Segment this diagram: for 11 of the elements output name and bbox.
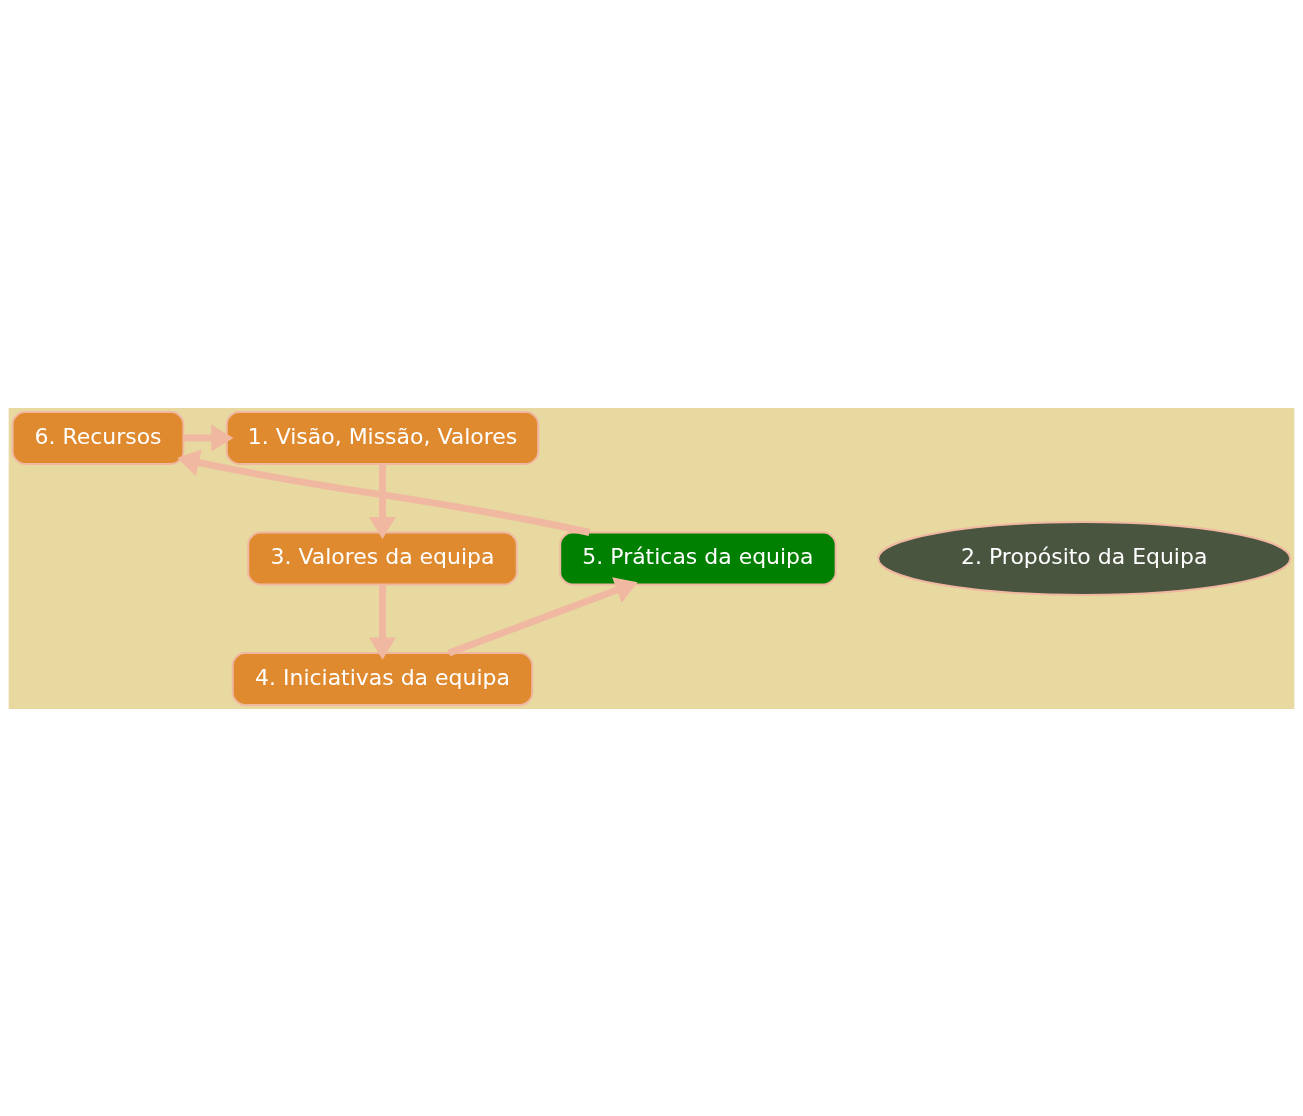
arrow (183, 423, 234, 451)
arrow (447, 576, 638, 656)
node-box: 4. Iniciativas da equipa (231, 651, 534, 706)
node-box: 1. Visão, Missão, Valores (225, 410, 540, 465)
node-box: 5. Práticas da equipa (559, 531, 837, 585)
arrow (368, 463, 397, 539)
node-box: 3. Valores da equipa (247, 531, 518, 585)
node-box: 6. Recursos (11, 410, 185, 465)
arrow (368, 584, 397, 660)
node-ellipse: 2. Propósito da Equipa (877, 520, 1292, 596)
arrow (177, 448, 591, 536)
